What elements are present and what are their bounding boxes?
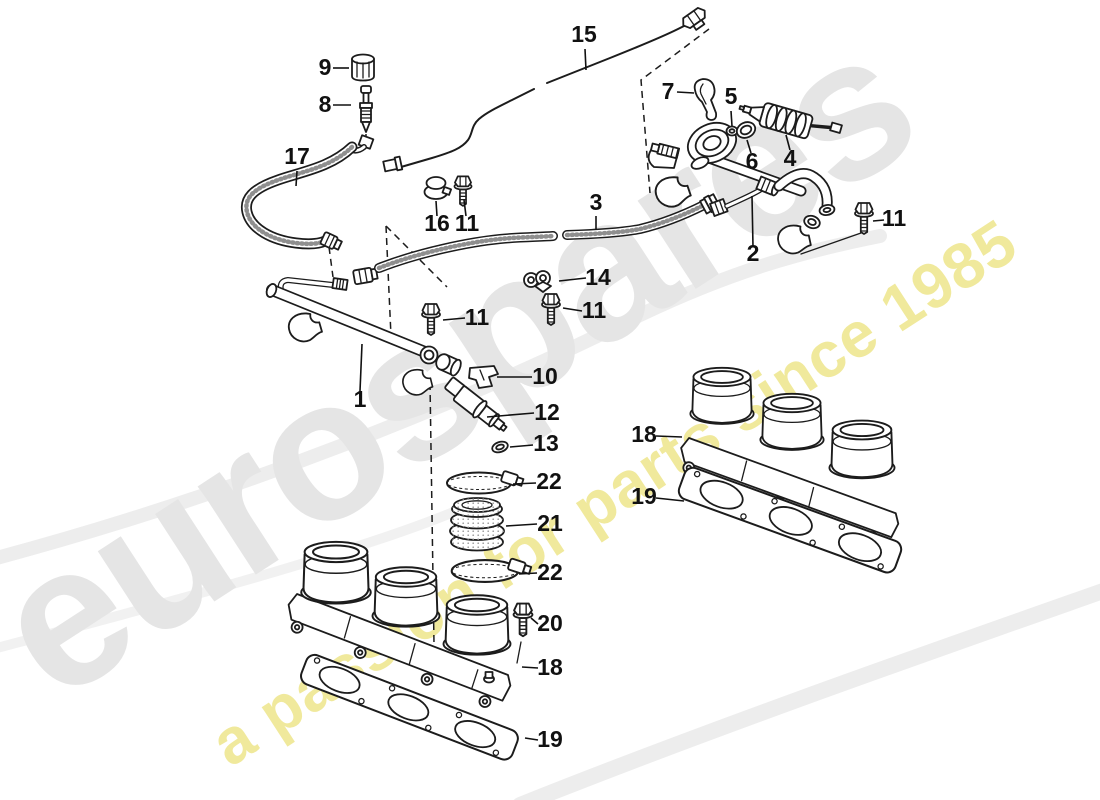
- gasket-left-19: [300, 653, 519, 761]
- fuel-hose-17: [246, 147, 352, 251]
- leader-line-16: [435, 200, 438, 217]
- part-label-20: 20: [537, 610, 563, 636]
- fuel-line-15: [382, 7, 706, 173]
- fuel-hose-3: [352, 190, 760, 286]
- bleed-valve-8: [359, 85, 373, 133]
- fuel-injector-12: [444, 376, 508, 432]
- leader-line-7: [676, 91, 695, 94]
- fuel-rail-right-2: [647, 121, 836, 258]
- leader-line-5: [730, 110, 733, 127]
- part-label-19: 19: [537, 726, 563, 752]
- part-label-2: 2: [747, 240, 760, 266]
- part-label-6: 6: [746, 148, 759, 174]
- leader-line-4: [785, 134, 791, 151]
- leader-line-11: [562, 307, 583, 312]
- o-ring-5: [725, 125, 739, 137]
- part-label-21: 21: [537, 510, 563, 536]
- leader-line-19: [524, 737, 539, 741]
- part-label-12: 12: [534, 399, 560, 425]
- leader-line-15: [584, 48, 587, 71]
- injector-seal-13: [491, 440, 509, 454]
- leader-line-20: [530, 617, 539, 625]
- leader-line-12: [486, 412, 535, 418]
- part-label-11: 11: [455, 210, 480, 236]
- throttle-bodies-left-18: [287, 540, 512, 708]
- seal-ring-6: [735, 121, 757, 139]
- hose-clamp-22-upper: [446, 469, 526, 495]
- leader-line-22: [512, 482, 537, 485]
- part-label-15: 15: [571, 21, 597, 47]
- background-swoosh-graphics: [0, 229, 1100, 800]
- line-clamp-16: [423, 176, 453, 200]
- part-label-8: 8: [319, 91, 332, 117]
- part-label-3: 3: [590, 189, 603, 215]
- part-label-16: 16: [424, 210, 450, 236]
- part-label-14: 14: [585, 264, 611, 290]
- part-label-17: 17: [284, 143, 310, 169]
- leader-line-18: [655, 435, 683, 438]
- part-label-18: 18: [537, 654, 563, 680]
- part-label-13: 13: [533, 430, 559, 456]
- part-label-9: 9: [319, 54, 332, 80]
- part-label-5: 5: [725, 83, 738, 109]
- leader-line-19: [655, 497, 685, 502]
- part-label-22: 22: [536, 468, 562, 494]
- part-label-7: 7: [662, 78, 675, 104]
- leader-line-14: [558, 277, 587, 282]
- leader-line-17: [295, 170, 298, 187]
- part-label-18: 18: [631, 421, 657, 447]
- watermark: eurospares a passion for parts since 198…: [0, 0, 1029, 780]
- bolt20-to-manifold-line: [516, 641, 522, 664]
- part-label-11: 11: [882, 205, 907, 231]
- bolt-11-a: [453, 175, 473, 207]
- leader-line-2: [751, 195, 754, 248]
- part-label-22: 22: [537, 559, 563, 585]
- part-label-19: 19: [631, 483, 657, 509]
- fuel-line-union-nut: [682, 7, 706, 31]
- hose17-union-nut: [319, 231, 343, 251]
- injector-clip-10: [468, 365, 499, 389]
- bolt-to-rail-line: [800, 232, 862, 255]
- gasket-right-19: [677, 466, 903, 574]
- pressure-regulator-4: [738, 102, 843, 140]
- part-label-11: 11: [465, 304, 490, 330]
- leader-line-11: [463, 199, 467, 217]
- leader-line-13: [509, 444, 534, 448]
- leader-line-6: [746, 139, 752, 154]
- leader-line-1: [359, 343, 363, 392]
- part-label-1: 1: [354, 386, 367, 412]
- regulator-housing: [686, 121, 738, 165]
- part-label-11: 11: [582, 297, 607, 323]
- rail-end-cup: [435, 353, 462, 377]
- leader-line-11: [442, 317, 466, 321]
- leader-line-21: [505, 523, 538, 527]
- fuel-rail-left-1: [265, 278, 462, 399]
- fuel-line-end-fitting: [382, 155, 404, 173]
- part-label-10: 10: [532, 363, 558, 389]
- cable-clamp-14: [523, 270, 552, 293]
- intake-sleeve-21: [449, 497, 505, 552]
- retaining-clip-7: [693, 78, 718, 121]
- cap-9: [351, 53, 375, 82]
- leader-line-22: [518, 572, 538, 575]
- regulator-stem: [649, 142, 681, 160]
- leader-line-18: [521, 666, 539, 669]
- part-label-4: 4: [784, 145, 797, 171]
- leader-line-11: [872, 219, 885, 222]
- bolt-20: [512, 602, 534, 638]
